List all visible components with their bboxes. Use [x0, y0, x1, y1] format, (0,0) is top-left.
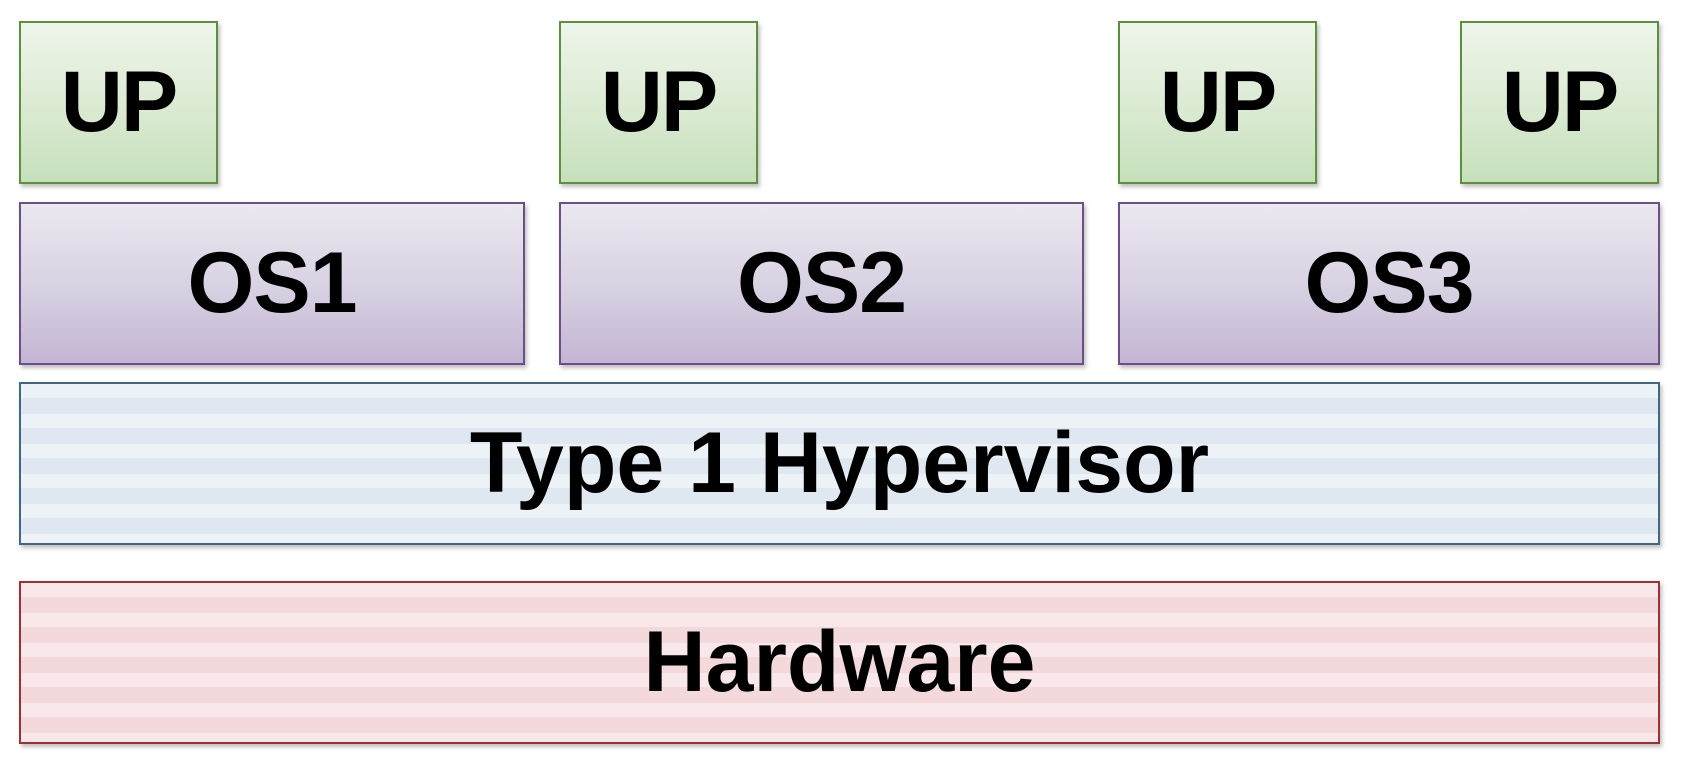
- os-label: OS2: [736, 235, 907, 331]
- user-process-box-2: UP: [559, 21, 758, 184]
- hypervisor-layer: Type 1 Hypervisor: [19, 382, 1660, 545]
- os-label: OS1: [187, 235, 357, 331]
- user-process-box-1: UP: [19, 21, 218, 184]
- os-box-3: OS3: [1118, 202, 1660, 365]
- user-process-label: UP: [1159, 54, 1277, 150]
- user-process-label: UP: [1501, 54, 1619, 150]
- user-process-box-3: UP: [1118, 21, 1317, 184]
- os-box-2: OS2: [559, 202, 1084, 365]
- hardware-layer: Hardware: [19, 581, 1660, 744]
- user-process-label: UP: [60, 54, 178, 150]
- hypervisor-label: Type 1 Hypervisor: [469, 415, 1210, 511]
- os-box-1: OS1: [19, 202, 525, 365]
- os-label: OS3: [1304, 235, 1474, 331]
- user-process-box-4: UP: [1460, 21, 1659, 184]
- user-process-label: UP: [600, 54, 718, 150]
- hardware-label: Hardware: [643, 614, 1036, 710]
